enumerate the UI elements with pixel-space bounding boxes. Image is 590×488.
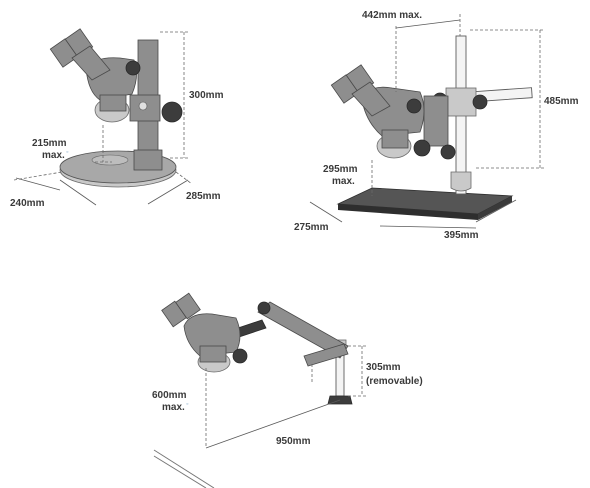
boom-working-distance-label: 295mm: [323, 164, 358, 175]
post-height-label: 305mm: [366, 362, 401, 373]
arm-segment-lower: [303, 343, 349, 367]
boom-height-label: 485mm: [544, 96, 579, 107]
arm-working-distance-label: 600mm: [152, 390, 187, 401]
arm-working-distance-max: max.: [162, 402, 185, 413]
compact-working-distance-max: max.: [42, 150, 65, 161]
reach-dimension-line: [395, 19, 461, 29]
compact-stand-dimensions: [13, 31, 193, 206]
boom-width-label: 275mm: [294, 222, 329, 233]
boom-working-distance-max: max.: [332, 176, 355, 187]
articulating-arm-figure: [153, 292, 353, 488]
footnote-marker-2: ◦: [186, 401, 188, 408]
footnote-marker: ◦: [66, 149, 68, 156]
post-removable-note: (removable): [366, 376, 423, 387]
arm-microscope-head: [183, 313, 241, 357]
boom-depth-line: [379, 225, 477, 229]
compact-width-label: 240mm: [10, 198, 45, 209]
compact-stand-figure: [49, 28, 183, 188]
boom-depth-label: 395mm: [444, 230, 479, 241]
articulating-dimensions: [205, 345, 366, 449]
compact-working-distance-label: 215mm: [32, 138, 67, 149]
compact-depth-label: 285mm: [186, 191, 221, 202]
focus-knob: [161, 101, 183, 123]
width-dimension-line: [59, 179, 97, 206]
compact-height-label: 300mm: [189, 90, 224, 101]
arm-reach-label: 950mm: [276, 436, 311, 447]
arm-reach-line: [205, 399, 341, 449]
depth-dimension-line: [147, 179, 189, 205]
boom-reach-label: 442mm max.: [362, 10, 422, 21]
boom-stand-figure: [330, 35, 533, 220]
boom-stand-dimensions: [309, 14, 544, 229]
